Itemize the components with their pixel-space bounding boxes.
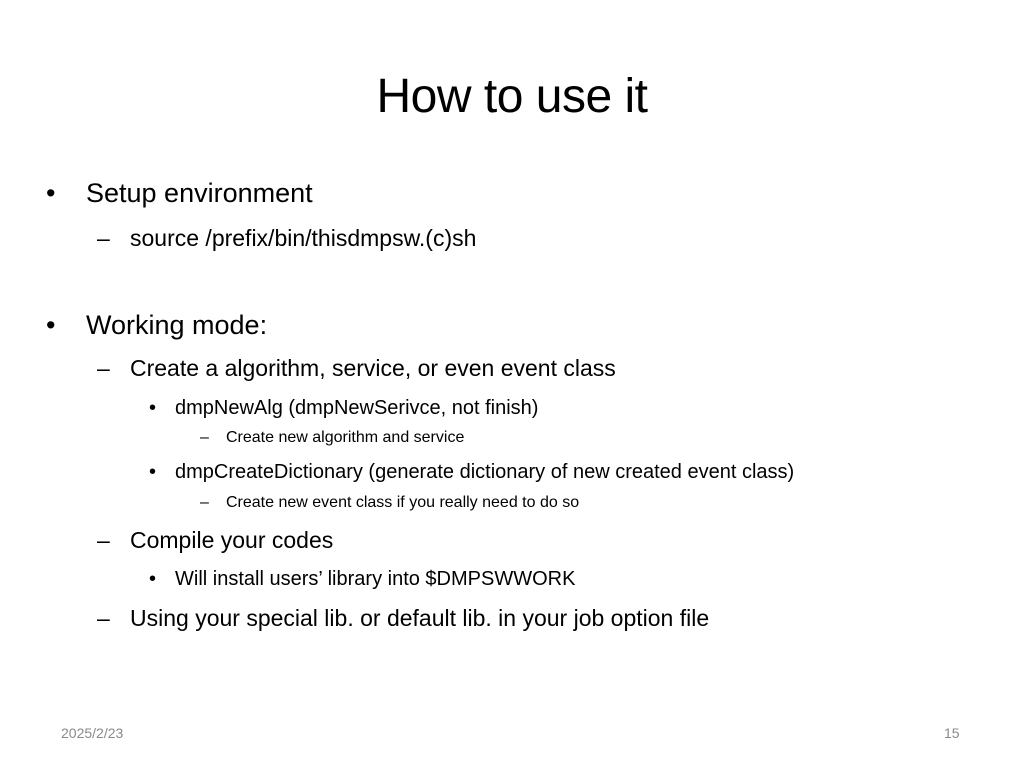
bullet-text: Create a algorithm, service, or even eve… bbox=[130, 355, 616, 381]
dash-icon: – bbox=[200, 494, 209, 511]
bullet-text: source /prefix/bin/thisdmpsw.(c)sh bbox=[130, 225, 477, 251]
bullet-text: Create new event class if you really nee… bbox=[226, 494, 580, 511]
bullet-dot-icon: • bbox=[46, 310, 56, 340]
bullet-dot-icon: • bbox=[149, 397, 157, 419]
bullet-dot-icon: • bbox=[149, 568, 157, 590]
dash-icon: – bbox=[97, 355, 110, 381]
bullet-text: Create new algorithm and service bbox=[226, 429, 465, 446]
bullet-text: Working mode: bbox=[86, 310, 268, 340]
dash-icon: – bbox=[200, 429, 209, 446]
bullet-dot-icon: • bbox=[46, 178, 56, 208]
footer-page-number: 15 bbox=[944, 725, 960, 741]
bullet-text: Will install users’ library into $DMPSWW… bbox=[175, 568, 576, 590]
bullet-text: dmpNewAlg (dmpNewSerivce, not finish) bbox=[175, 397, 539, 419]
footer-date: 2025/2/23 bbox=[61, 725, 124, 741]
bullet-text: dmpCreateDictionary (generate dictionary… bbox=[175, 461, 795, 483]
dash-icon: – bbox=[97, 605, 110, 631]
slide-title: How to use it bbox=[376, 70, 648, 123]
bullet-dot-icon: • bbox=[149, 461, 157, 483]
bullet-text: Compile your codes bbox=[130, 527, 334, 553]
dash-icon: – bbox=[97, 527, 110, 553]
bullet-text: Setup environment bbox=[86, 178, 313, 208]
bullet-text: Using your special lib. or default lib. … bbox=[130, 605, 710, 631]
dash-icon: – bbox=[97, 225, 110, 251]
